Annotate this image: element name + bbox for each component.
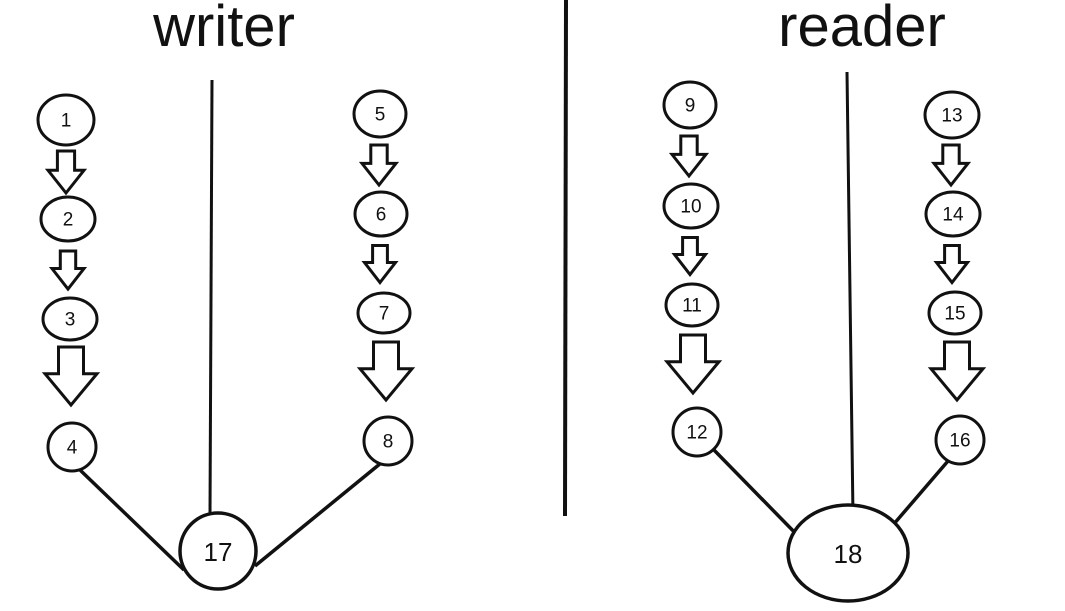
step-shape-15 bbox=[927, 290, 983, 336]
panel-writer: 1 2 3 4 5 6 7 8 17 writer bbox=[36, 0, 416, 591]
panel-divider-line bbox=[563, 0, 568, 517]
flow-arrow-reader-right-1 bbox=[930, 143, 972, 188]
step-label-8: 8 bbox=[383, 432, 394, 453]
node-6: 6 bbox=[353, 190, 409, 238]
step-label-14: 14 bbox=[942, 205, 964, 226]
step-label-1: 1 bbox=[61, 111, 72, 132]
panel-title-writer: writer bbox=[152, 0, 295, 59]
sink-label-17: 17 bbox=[204, 537, 233, 567]
node-12: 12 bbox=[671, 406, 723, 458]
node-14: 14 bbox=[924, 190, 982, 238]
step-shape-7 bbox=[356, 291, 412, 335]
step-shape-10 bbox=[662, 182, 720, 230]
step-shape-6 bbox=[353, 190, 409, 238]
flow-arrow-writer-right-3 bbox=[356, 340, 416, 403]
step-label-13: 13 bbox=[941, 106, 962, 127]
step-label-5: 5 bbox=[375, 105, 386, 126]
step-shape-8 bbox=[362, 415, 414, 467]
step-label-9: 9 bbox=[685, 96, 696, 117]
panel-reader: 9 10 11 12 13 14 15 16 18 reader bbox=[662, 0, 987, 603]
node-7: 7 bbox=[356, 291, 412, 335]
node-3: 3 bbox=[41, 296, 99, 342]
flow-arrow-reader-left-3 bbox=[663, 333, 723, 396]
step-label-16: 16 bbox=[949, 431, 970, 452]
step-shape-1 bbox=[36, 93, 96, 147]
column-writer-left: 1 2 3 4 bbox=[36, 93, 186, 572]
step-shape-12 bbox=[671, 406, 723, 458]
sink-shape-18 bbox=[786, 503, 910, 603]
step-shape-16 bbox=[934, 414, 986, 466]
node-5: 5 bbox=[352, 89, 408, 139]
column-reader-right: 13 14 15 16 bbox=[891, 90, 987, 527]
step-label-11: 11 bbox=[682, 296, 702, 317]
sink-label-18: 18 bbox=[834, 539, 863, 569]
flow-arrow-reader-left-1 bbox=[668, 134, 710, 179]
panel-title-reader: reader bbox=[778, 0, 946, 59]
panel-divider bbox=[563, 0, 568, 517]
step-shape-4 bbox=[46, 421, 98, 473]
step-label-6: 6 bbox=[376, 205, 387, 226]
step-shape-13 bbox=[923, 90, 981, 140]
node-13: 13 bbox=[923, 90, 981, 140]
node-18: 18 bbox=[786, 503, 910, 603]
writer-right-connector-line bbox=[253, 461, 383, 568]
step-shape-2 bbox=[39, 195, 97, 243]
step-label-4: 4 bbox=[67, 438, 78, 459]
reader-right-connector-line bbox=[891, 459, 950, 527]
node-16: 16 bbox=[934, 414, 986, 466]
flow-arrow-writer-right-1 bbox=[358, 143, 400, 188]
reader-left-connector-line bbox=[712, 448, 808, 546]
step-label-2: 2 bbox=[63, 210, 74, 231]
node-1: 1 bbox=[36, 93, 96, 147]
node-11: 11 bbox=[664, 282, 720, 328]
flow-arrow-reader-left-2 bbox=[671, 236, 709, 277]
node-8: 8 bbox=[362, 415, 414, 467]
flow-arrow-writer-left-1 bbox=[44, 149, 88, 196]
writer-spine-line bbox=[208, 79, 214, 516]
step-shape-11 bbox=[664, 282, 720, 328]
step-shape-14 bbox=[924, 190, 982, 238]
step-shape-9 bbox=[662, 80, 718, 130]
step-label-3: 3 bbox=[65, 310, 76, 331]
column-writer-right: 5 6 7 8 bbox=[253, 89, 416, 568]
column-reader-left: 9 10 11 12 bbox=[662, 80, 808, 546]
node-10: 10 bbox=[662, 182, 720, 230]
step-shape-3 bbox=[41, 296, 99, 342]
writer-left-connector-line bbox=[77, 467, 186, 572]
flow-arrow-writer-left-2 bbox=[48, 249, 88, 292]
flow-arrow-writer-right-2 bbox=[361, 244, 399, 285]
node-2: 2 bbox=[39, 195, 97, 243]
step-label-12: 12 bbox=[686, 423, 707, 444]
flow-arrow-reader-right-2 bbox=[933, 244, 971, 285]
sink-shape-17 bbox=[178, 511, 258, 591]
step-shape-5 bbox=[352, 89, 408, 139]
node-17: 17 bbox=[178, 511, 258, 591]
flow-arrow-reader-right-3 bbox=[927, 340, 987, 403]
flow-arrow-writer-left-3 bbox=[41, 345, 101, 408]
step-label-7: 7 bbox=[379, 304, 390, 325]
node-4: 4 bbox=[46, 421, 98, 473]
node-9: 9 bbox=[662, 80, 718, 130]
reader-spine-line bbox=[845, 71, 855, 517]
step-label-10: 10 bbox=[680, 197, 701, 218]
step-label-15: 15 bbox=[944, 304, 965, 325]
node-15: 15 bbox=[927, 290, 983, 336]
